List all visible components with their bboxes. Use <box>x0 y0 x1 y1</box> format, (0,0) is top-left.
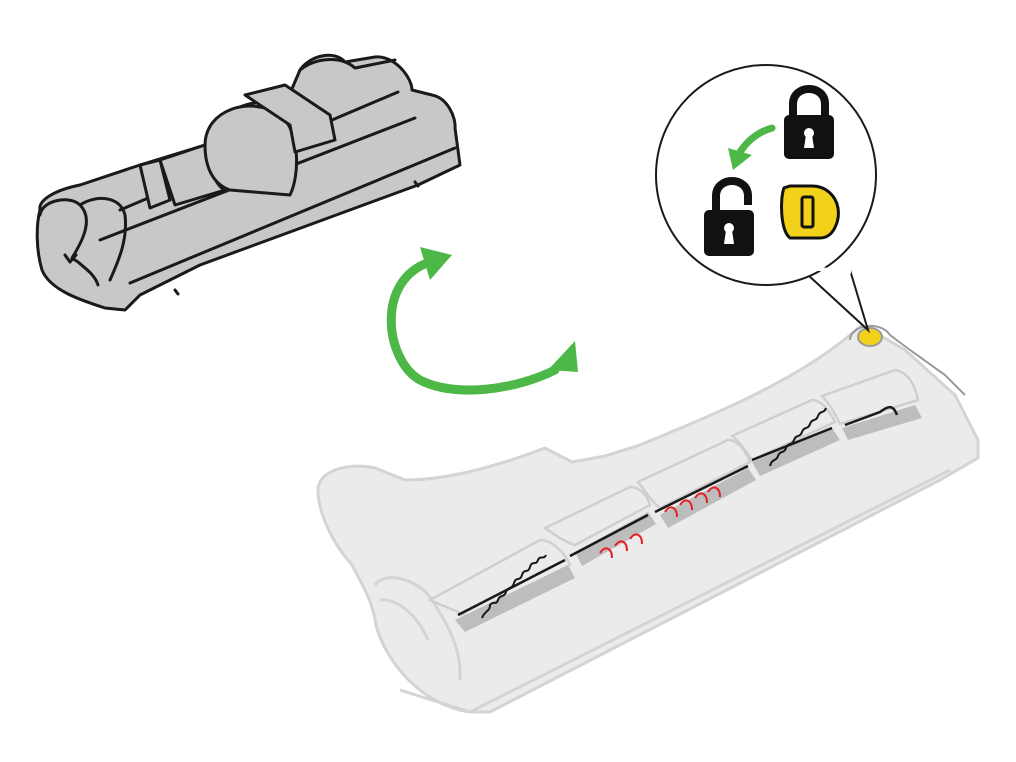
curved-arrow-head <box>728 148 752 170</box>
closed-bar-roller-end <box>38 198 100 287</box>
rotate-arrow-head-top <box>420 247 452 280</box>
slot-5-shade <box>842 405 922 440</box>
red-bristle-6 <box>694 492 708 504</box>
bristle-coil-1 <box>481 554 547 619</box>
red-bristle-1 <box>599 547 613 559</box>
slot-2-shade <box>575 512 656 566</box>
red-bristle-4 <box>664 506 678 518</box>
padlock-unlocked-icon <box>704 177 754 256</box>
curved-arrow-icon <box>728 124 776 170</box>
bristle-coil-2 <box>769 407 827 467</box>
locked-keyhole-slot <box>804 135 814 148</box>
closed-bar-top-ridge <box>298 58 397 72</box>
lock-cap-coin-slot <box>857 327 883 347</box>
slot-3 <box>635 438 752 510</box>
slot-3-shade <box>660 468 756 528</box>
callout-circle <box>655 64 877 286</box>
rotate-arrow-curve <box>386 257 560 395</box>
slot-1 <box>427 538 572 620</box>
slot-5 <box>819 368 920 426</box>
open-bar-lock-cap <box>849 325 966 396</box>
rod-seg-3 <box>654 464 749 514</box>
closed-bar-seam-bottom <box>128 146 457 285</box>
rod-seg-5 <box>844 405 899 427</box>
red-bristle-2 <box>614 540 628 552</box>
rotate-arrow-head-bottom <box>548 341 578 372</box>
padlock-locked-icon <box>784 85 834 159</box>
callout-joint-mask <box>807 266 852 274</box>
closed-bar-dot-1 <box>413 180 420 188</box>
brush-bar-open <box>316 323 980 714</box>
brush-bar-closed <box>35 53 462 312</box>
closed-bar-notch <box>63 253 78 264</box>
open-bar-slot-shading <box>455 405 922 632</box>
lock-cap-outline <box>849 325 966 396</box>
red-bristle-3 <box>629 533 643 545</box>
lock-callout <box>655 64 877 334</box>
slot-1-shade <box>455 565 575 632</box>
open-bar-red-bristles <box>599 486 721 559</box>
closed-bar-top-block <box>243 83 337 154</box>
rotate-arrow-icon <box>386 247 578 395</box>
coin-slot-icon <box>780 184 840 240</box>
red-bristle-7 <box>707 486 721 498</box>
open-bar-roller-inner <box>379 598 430 641</box>
open-bar-slots <box>427 368 920 620</box>
unlocked-keyhole-slot <box>724 230 734 244</box>
closed-bar-dot-2 <box>173 288 180 296</box>
open-bar-front-lip <box>399 468 951 714</box>
rod-seg-2 <box>569 513 649 558</box>
open-bar-bristles <box>481 407 827 619</box>
slot-2 <box>542 485 652 547</box>
slot-4 <box>729 398 837 462</box>
callout-pointer <box>807 269 871 334</box>
locked-shackle <box>789 85 829 118</box>
coin-slot-groove <box>800 195 815 229</box>
closed-bar-roller-curve <box>78 196 128 282</box>
red-bristle-5 <box>679 499 693 511</box>
unlocked-shackle <box>712 177 752 210</box>
slot-4-shade <box>752 428 840 476</box>
curved-arrow-shaft <box>736 124 776 156</box>
